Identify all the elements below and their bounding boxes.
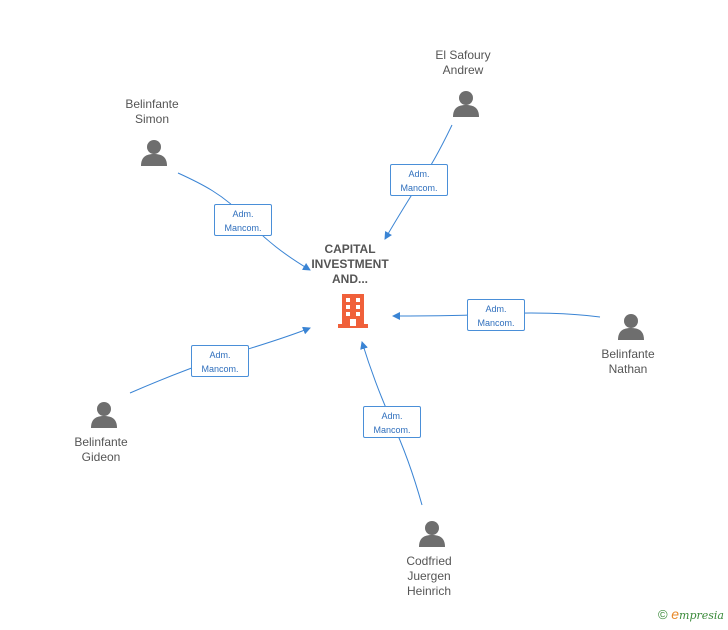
person-name-nathan[interactable]: Belinfante Nathan — [601, 347, 655, 376]
person-icon[interactable] — [452, 89, 480, 117]
person-icon[interactable] — [418, 519, 446, 547]
person-icon[interactable] — [617, 312, 645, 340]
person-name-codfried[interactable]: Codfried Juergen Heinrich — [406, 554, 452, 598]
person-name-simon[interactable]: Belinfante Simon — [125, 97, 179, 126]
company-name[interactable]: CAPITAL INVESTMENT AND... — [311, 242, 389, 286]
edge-label-nathan[interactable]: Adm. Mancom. — [467, 299, 525, 331]
brand-initial: e — [671, 606, 680, 622]
edge-label-gideon[interactable]: Adm. Mancom. — [191, 345, 249, 377]
brand-name: mpresia — [679, 609, 724, 622]
person-name-gideon[interactable]: Belinfante Gideon — [74, 435, 128, 464]
person-icon[interactable] — [140, 138, 168, 166]
edge-label-el-safoury[interactable]: Adm. Mancom. — [390, 164, 448, 196]
footer-brand: © empresia — [658, 606, 724, 622]
edge-label-codfried[interactable]: Adm. Mancom. — [363, 406, 421, 438]
edge-label-simon[interactable]: Adm. Mancom. — [214, 204, 272, 236]
person-icon[interactable] — [90, 400, 118, 428]
person-name-el-safoury[interactable]: El Safoury Andrew — [435, 48, 491, 77]
building-icon[interactable] — [336, 294, 370, 328]
copyright-symbol: © — [658, 607, 668, 622]
